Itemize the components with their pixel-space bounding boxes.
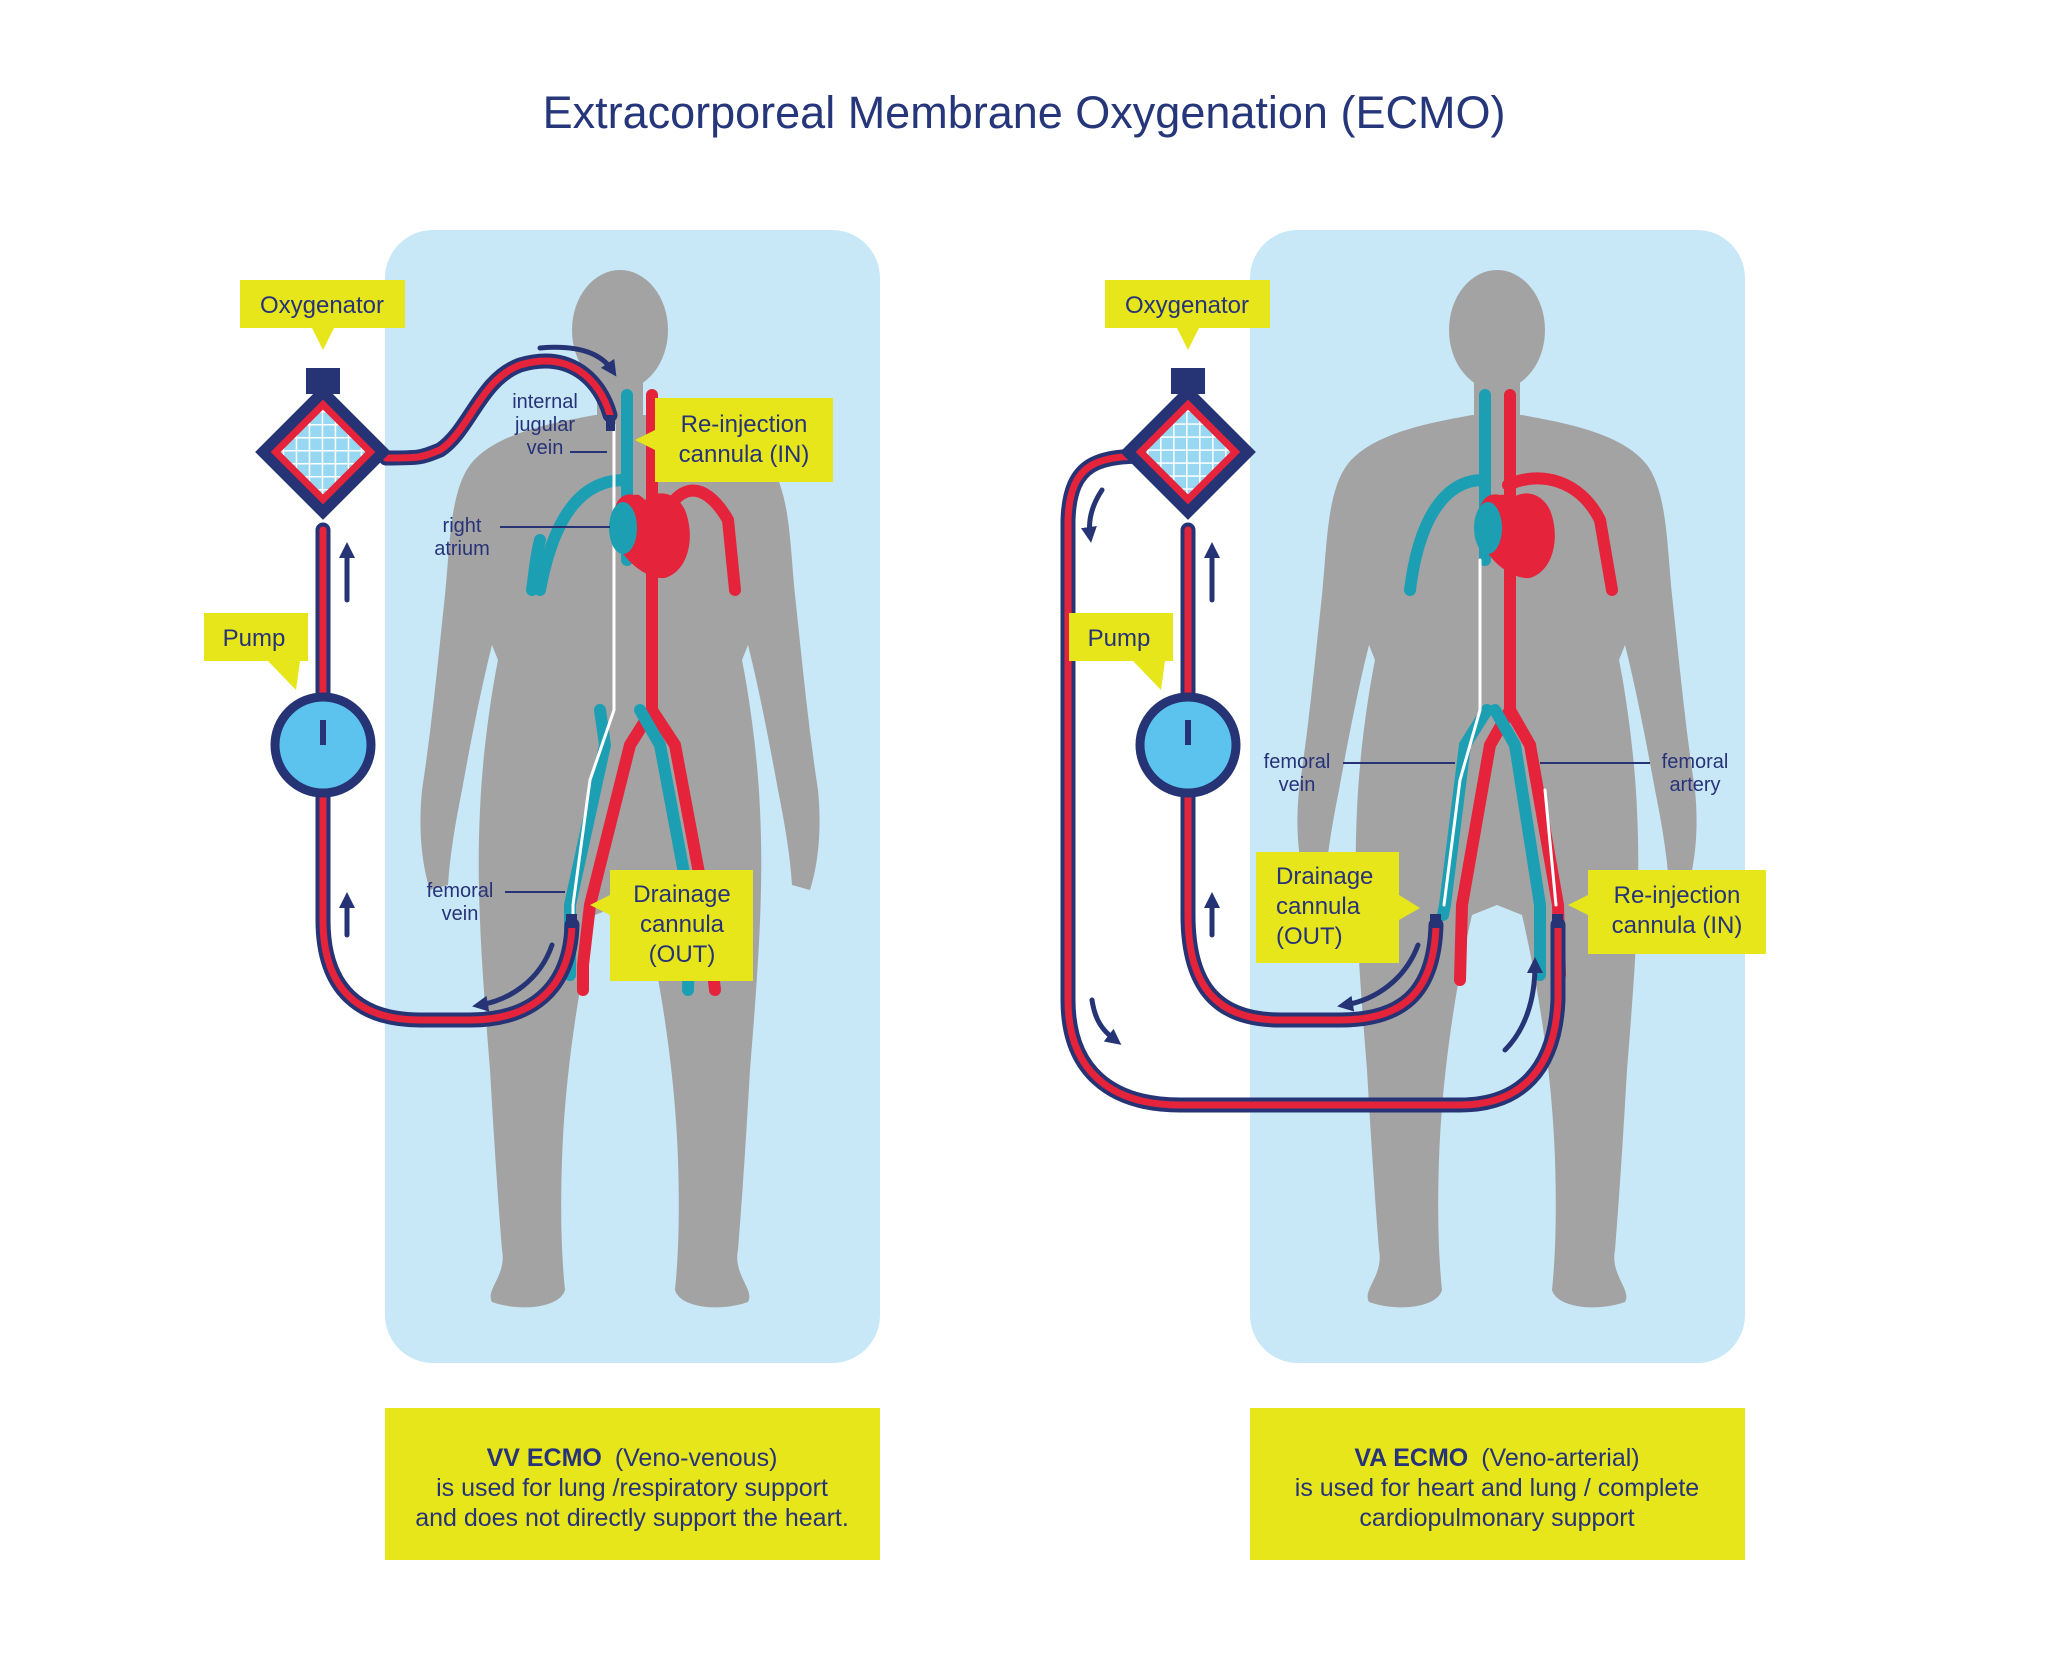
va-femoral-vein-label: femoral vein <box>1264 751 1331 796</box>
va-reinjection-label-line2: cannula (IN) <box>1612 912 1743 939</box>
va-drainage-callout: Drainage cannula (OUT) <box>1256 852 1420 963</box>
vv-reinjection-callout: Re-injection cannula (IN) <box>635 398 833 482</box>
va-reinjection-cannula-tip <box>1552 914 1563 928</box>
vv-drainage-callout: Drainage cannula (OUT) <box>590 870 753 981</box>
vv-pump-callout: Pump <box>204 613 308 690</box>
va-flow-arrows <box>1081 487 1543 1053</box>
va-drainage-label-line1: Drainage <box>1276 863 1373 890</box>
vv-caption-line1: VV ECMO (Veno-venous) <box>487 1444 778 1472</box>
vv-femoral-vein-label-line1: femoral <box>427 880 494 902</box>
va-caption-line2: is used for heart and lung / complete <box>1295 1474 1699 1502</box>
vv-reinjection-label-line1: Re-injection <box>681 411 808 438</box>
vv-ijv-label-line1: internal <box>512 391 578 413</box>
va-caption-line1: VA ECMO (Veno-arterial) <box>1354 1444 1639 1472</box>
vv-femoral-vein-label: femoral vein <box>427 880 494 925</box>
vv-caption-line3: and does not directly support the heart. <box>415 1504 849 1532</box>
vv-reinjection-label-line2: cannula (IN) <box>679 441 810 468</box>
vv-right-atrium-label: right atrium <box>434 515 490 560</box>
vv-right-atrium-label-line2: atrium <box>434 538 490 560</box>
va-flow-arrow-out <box>1337 942 1421 1012</box>
va-caption-subtitle: (Veno-arterial) <box>1481 1444 1639 1472</box>
vv-caption: VV ECMO (Veno-venous) is used for lung /… <box>385 1408 880 1560</box>
vv-ijv-label-line3: vein <box>527 437 564 459</box>
va-right-atrium <box>1474 502 1502 554</box>
va-oxygenator-label: Oxygenator <box>1125 292 1249 319</box>
va-caption-title: VA ECMO <box>1354 1444 1468 1472</box>
vv-drainage-label-line2: cannula <box>640 911 725 938</box>
vv-reinjection-cannula-tip <box>606 415 615 431</box>
va-flow-arrow-loop-bottom <box>1089 997 1122 1045</box>
va-femoral-artery-label-line2: artery <box>1669 774 1720 796</box>
vv-oxygenator <box>255 368 391 520</box>
vv-femoral-vein-label-line2: vein <box>442 903 479 925</box>
vv-oxygenator-label: Oxygenator <box>260 292 384 319</box>
page-title: Extracorporeal Membrane Oxygenation (ECM… <box>543 87 1506 138</box>
vv-right-atrium-label-line1: right <box>443 515 482 537</box>
va-ecmo-panel: femoral vein femoral artery Oxygenator P… <box>1060 230 1766 1560</box>
vv-flow-arrow-out <box>472 942 555 1012</box>
va-oxygenator-callout: Oxygenator <box>1105 280 1270 350</box>
va-flow-arrow-down-left <box>1081 487 1105 543</box>
va-drainage-cannula-tip <box>1430 914 1441 928</box>
vv-drainage-label-line1: Drainage <box>633 881 730 908</box>
va-reinjection-label-line1: Re-injection <box>1614 882 1741 909</box>
vv-flow-arrow-in <box>537 344 617 377</box>
va-pump-callout: Pump <box>1069 613 1173 690</box>
va-oxygenator <box>1120 368 1256 520</box>
va-flow-arrow-in <box>1502 957 1543 1053</box>
vv-ijv-label-line2: jugular <box>514 414 575 436</box>
vv-drainage-label-line3: (OUT) <box>649 941 716 968</box>
va-circuit-tubing <box>1060 448 1566 1113</box>
vv-drainage-cannula-tip <box>566 914 577 928</box>
vv-ecmo-panel: internal jugular vein right atrium femor… <box>204 230 880 1560</box>
va-femoral-vein-label-line1: femoral <box>1264 751 1331 773</box>
va-femoral-vein-label-line2: vein <box>1279 774 1316 796</box>
vv-oxygenator-callout: Oxygenator <box>240 280 405 350</box>
va-caption: VA ECMO (Veno-arterial) is used for hear… <box>1250 1408 1745 1560</box>
va-caption-line3: cardiopulmonary support <box>1359 1504 1634 1532</box>
va-femoral-artery-label: femoral artery <box>1662 751 1729 796</box>
va-reinjection-callout: Re-injection cannula (IN) <box>1568 870 1766 954</box>
vv-leader-lines <box>500 451 610 893</box>
va-femoral-artery-label-line1: femoral <box>1662 751 1729 773</box>
va-vessels <box>1404 389 1618 986</box>
vv-caption-subtitle: (Veno-venous) <box>615 1444 778 1472</box>
vv-flow-arrows <box>338 344 617 1012</box>
vv-pump-label: Pump <box>223 625 286 652</box>
vv-ijv-label: internal jugular vein <box>512 391 578 459</box>
va-drainage-label-line2: cannula <box>1276 893 1361 920</box>
vv-vessels <box>526 389 741 996</box>
vv-caption-line2: is used for lung /respiratory support <box>436 1474 828 1502</box>
va-drainage-label-line3: (OUT) <box>1276 923 1343 950</box>
vv-right-atrium <box>609 502 637 554</box>
vv-caption-title: VV ECMO <box>487 1444 602 1472</box>
va-pump-label: Pump <box>1088 625 1151 652</box>
